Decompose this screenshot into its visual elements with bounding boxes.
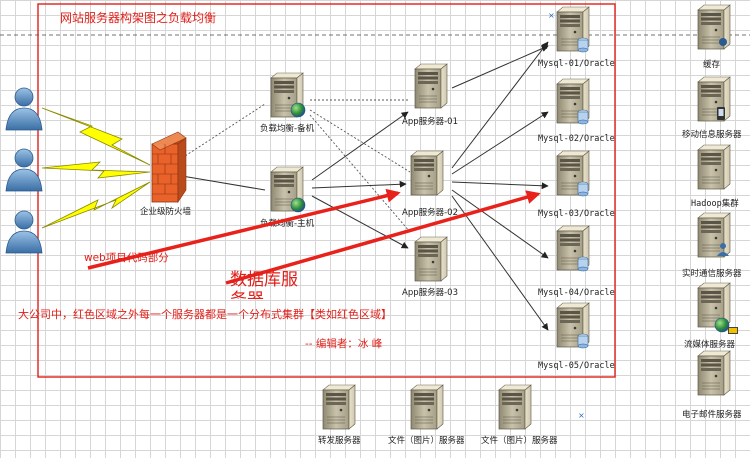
link-app2-db2 [451,111,549,175]
link-app2-db3 [451,181,549,190]
link-app2-db5 [451,195,549,331]
db-server-4 [556,225,590,272]
hadoop-server-icon [697,144,731,190]
media-server [697,282,738,334]
link-lbb-app3 [309,114,411,233]
note-editor: -- 编辑者：冰 峰 [305,337,383,350]
chat-server [697,212,731,258]
annotation-web: web项目代码部分 [84,251,169,264]
db-label-2: Mysql-02/Oracle [538,134,615,144]
db-label-3: Mysql-03/Oracle [538,209,615,219]
firewall-icon [151,131,187,203]
link-lbm-app2 [311,180,407,189]
link-lbm-app1 [311,111,409,181]
db-label-1: Mysql-01/Oracle [538,59,615,69]
link-firewall-lb-master [181,175,266,191]
right-label-chat: 实时通信服务器 [682,268,742,279]
lightning-icon [41,161,151,179]
app-server-icon [414,236,448,282]
link-app2-db1 [451,41,549,169]
db-server-3 [556,150,590,197]
app-label-01: App服务器-01 [402,116,458,127]
bottom-label-file2: 文件（图片）服务器 [481,435,558,446]
mobile-server [697,76,731,122]
db-server-arrow [225,190,541,285]
x-marker-icon: × [548,11,555,20]
link-app2-db4 [451,189,549,259]
note-main: 大公司中，红色区域之外每一个服务器都是一个分布式集群【类如红色区域】 [18,307,392,321]
user-icon [5,148,43,192]
globe-icon [290,102,306,118]
lb-backup-label: 负载均衡-备机 [260,123,315,134]
right-label-hadoop: Hadoop集群 [691,198,739,209]
firewall-label: 企业级防火墙 [140,206,192,217]
red-region-border [37,3,616,378]
cache-server [697,4,731,50]
app-server-icon [410,150,444,196]
right-label-mail: 电子邮件服务器 [682,409,742,420]
app-server-icon [414,63,448,109]
x-marker-icon: × [578,411,585,420]
annotation-db-clip: 数据库服 务器 [230,270,298,310]
db-server-2 [556,78,590,125]
lightning-icon [41,107,151,166]
file-server-icon [410,384,444,430]
link-firewall-lb-backup [181,103,266,159]
link-lbm-app3 [311,195,409,249]
lightning-icon [41,181,151,229]
annotation-db-clipped: 务器 [230,290,264,310]
user-icon [5,210,43,254]
annotation-db: 数据库服 [230,270,298,290]
forward-server-icon [322,384,356,430]
db-label-5: Mysql-05/Oracle [538,361,615,371]
db-server-5 [556,302,590,349]
lb-master-label: 负载均衡-主机 [260,218,315,229]
mail-server-icon [697,350,731,396]
right-label-cache: 缓存 [703,59,721,70]
link-app1-db1 [451,45,549,89]
app-label-03: App服务器-03 [402,287,458,298]
web-code-arrow [87,188,401,270]
globe-icon [290,197,306,213]
link-lbb-app2 [309,109,411,173]
db-server-1 [556,6,590,53]
user-icon [5,87,43,131]
bottom-label-file1: 文件（图片）服务器 [388,435,465,446]
diagram-title: 网站服务器构架图之负载均衡 [60,10,216,25]
db-label-4: Mysql-04/Oracle [538,288,615,298]
bottom-label-forward: 转发服务器 [318,435,361,446]
app-label-02: App服务器-02 [402,207,458,218]
right-label-mobile: 移动信息服务器 [682,129,742,140]
file-server-icon [498,384,532,430]
right-label-media: 流媒体服务器 [684,339,736,350]
